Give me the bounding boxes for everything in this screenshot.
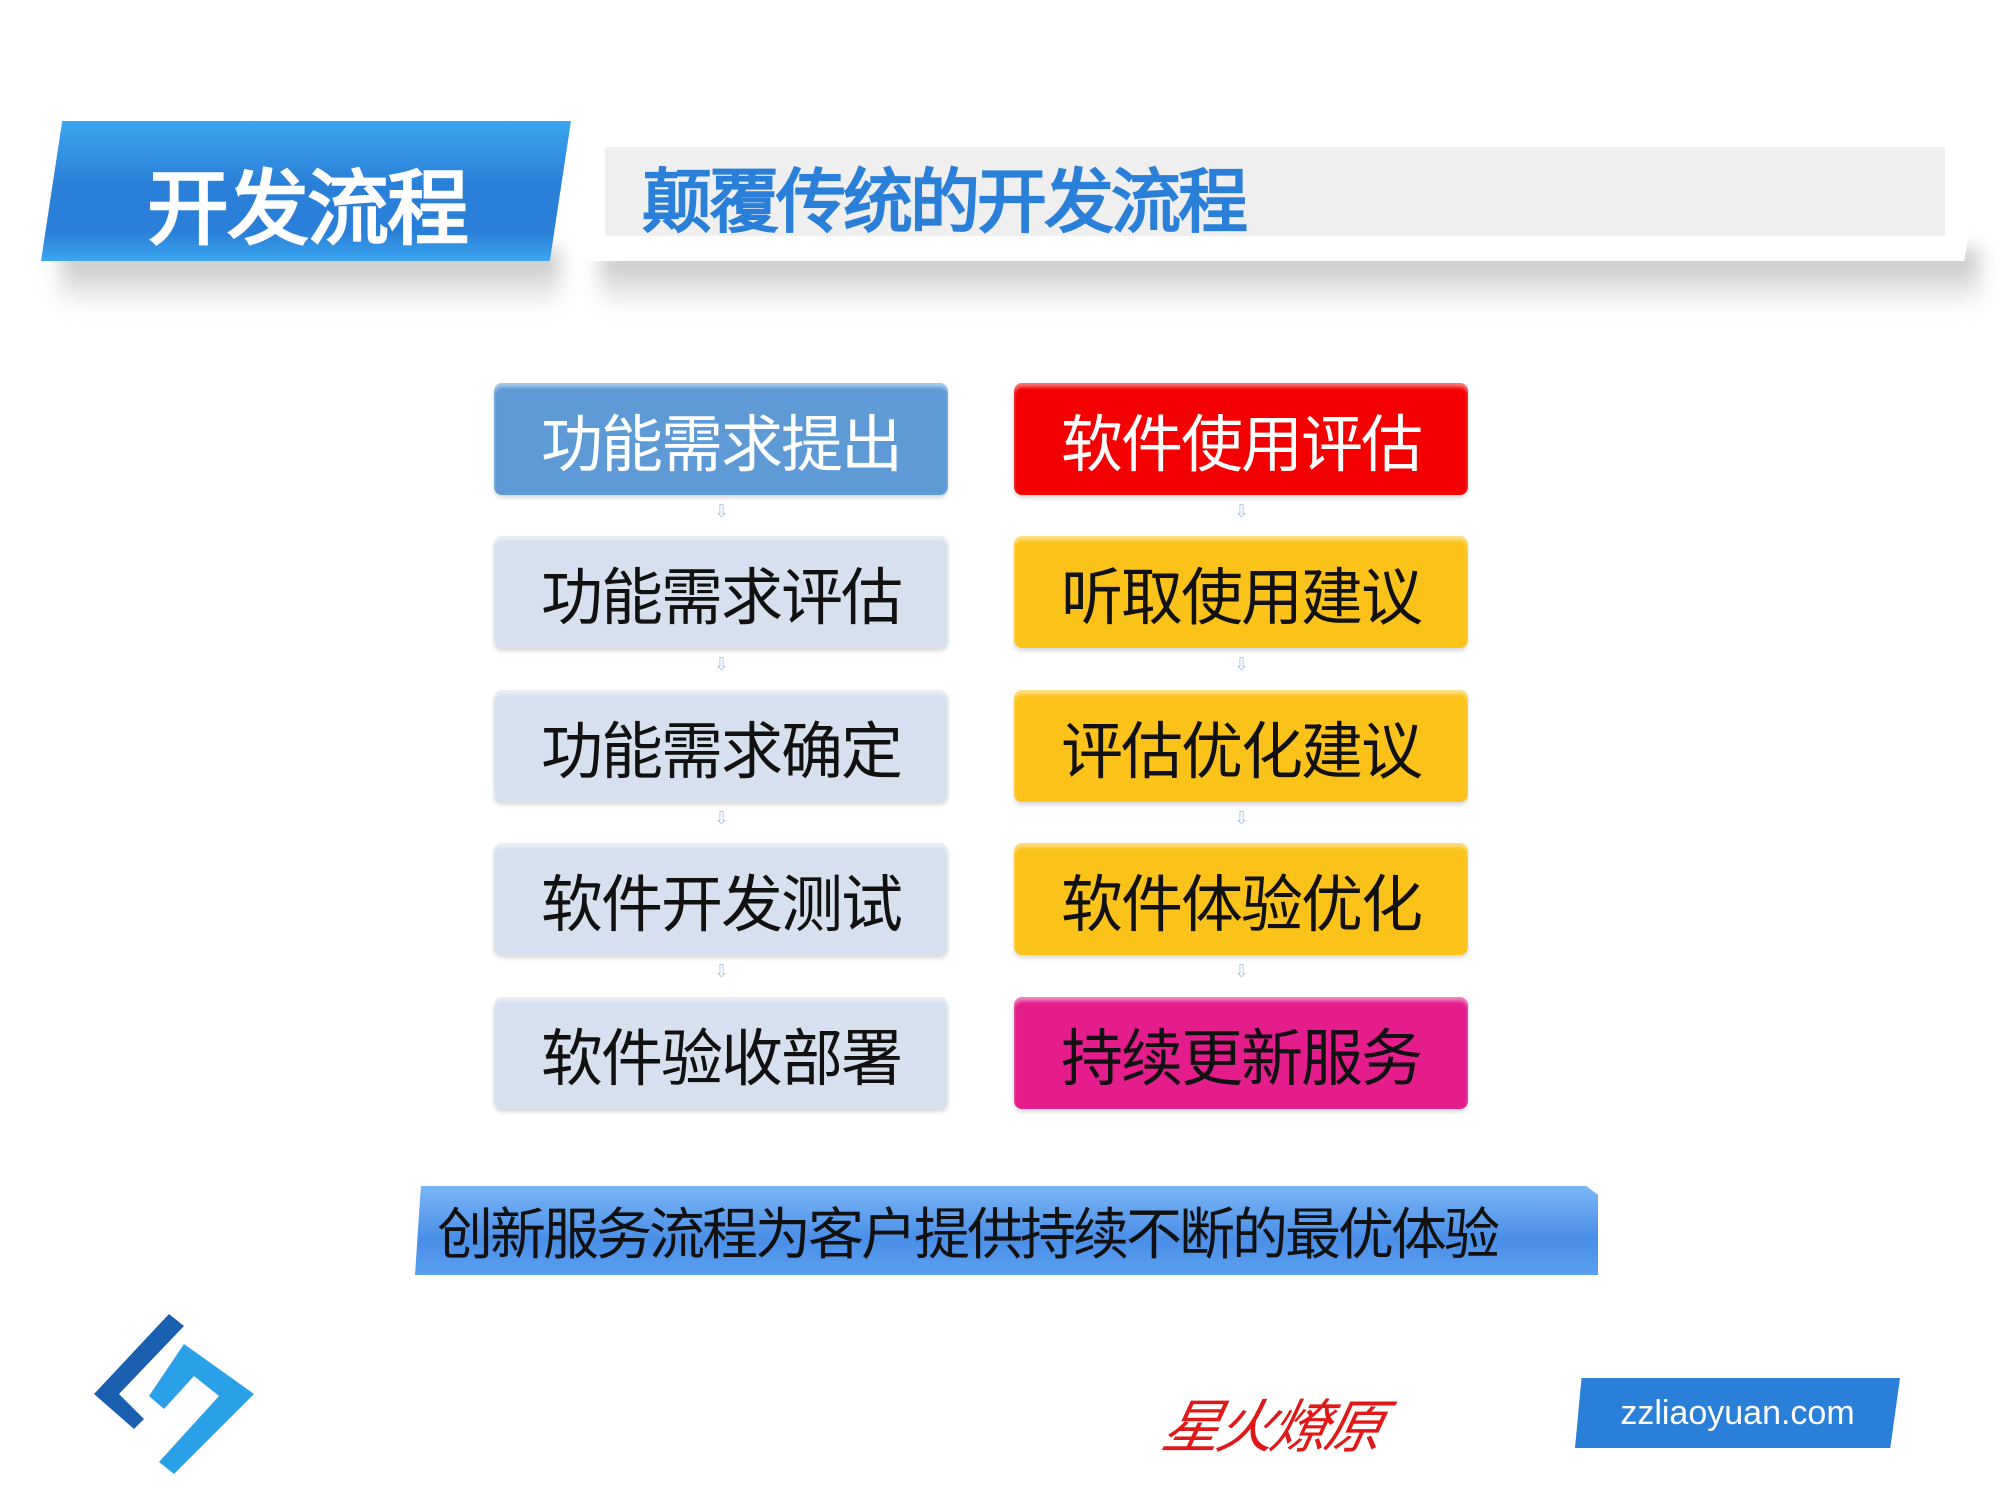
slogan-banner: 创新服务流程为客户提供持续不断的最优体验 (415, 1186, 1598, 1275)
down-arrow-icon: ⇩ (714, 808, 730, 829)
down-arrow-icon: ⇩ (714, 961, 730, 982)
right-flow-step: 持续更新服务 (1014, 997, 1468, 1109)
left-flow-step: 软件开发测试 (494, 843, 948, 955)
right-flow-step: 评估优化建议 (1014, 690, 1468, 802)
company-logo-icon (94, 1314, 254, 1474)
right-flow-step: 软件体验优化 (1014, 843, 1468, 955)
slide-title: 颠覆传统的开发流程 (642, 161, 1248, 243)
step-label: 软件验收部署 (540, 1022, 903, 1095)
left-flow-step: 软件验收部署 (494, 997, 948, 1109)
step-label: 软件使用评估 (1060, 408, 1423, 481)
step-label: 功能需求提出 (540, 408, 903, 481)
left-flow-step: 功能需求提出 (494, 383, 948, 495)
left-flow-step: 功能需求评估 (494, 536, 948, 648)
title-bar-inner (605, 147, 1945, 236)
website-text[interactable]: zzliaoyuan.com (1620, 1393, 1855, 1432)
section-label: 开发流程 (147, 162, 469, 257)
signature-logo: 星火燎原 (1156, 1393, 1388, 1461)
website-badge[interactable]: zzliaoyuan.com (1575, 1378, 1900, 1448)
right-flow-step: 听取使用建议 (1014, 536, 1468, 648)
down-arrow-icon: ⇩ (1234, 961, 1250, 982)
right-flow-step: 软件使用评估 (1014, 383, 1468, 495)
step-label: 功能需求评估 (540, 561, 903, 634)
step-label: 听取使用建议 (1060, 561, 1423, 634)
left-flow-step: 功能需求确定 (494, 690, 948, 802)
step-label: 评估优化建议 (1060, 715, 1423, 788)
slogan-text: 创新服务流程为客户提供持续不断的最优体验 (437, 1203, 1500, 1268)
down-arrow-icon: ⇩ (714, 501, 730, 522)
step-label: 软件体验优化 (1060, 868, 1423, 941)
step-label: 功能需求确定 (540, 715, 903, 788)
step-label: 软件开发测试 (540, 868, 903, 941)
down-arrow-icon: ⇩ (1234, 501, 1250, 522)
down-arrow-icon: ⇩ (1234, 654, 1250, 675)
down-arrow-icon: ⇩ (1234, 808, 1250, 829)
down-arrow-icon: ⇩ (714, 654, 730, 675)
step-label: 持续更新服务 (1060, 1022, 1423, 1095)
section-tag (41, 121, 571, 261)
